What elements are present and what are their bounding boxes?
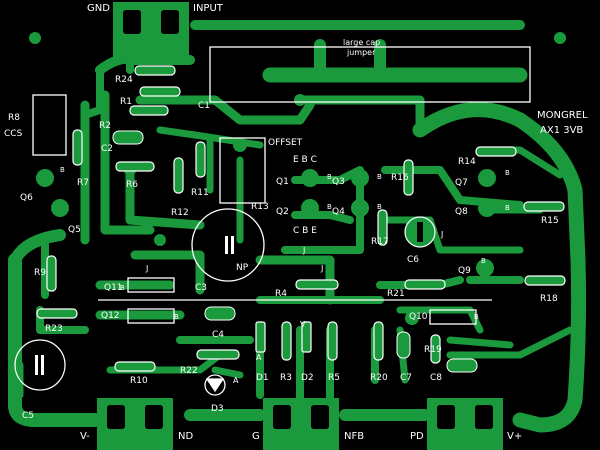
label-r3: R3 [280, 373, 292, 383]
label-r14: R14 [458, 157, 476, 167]
label-q3: Q3 [332, 177, 345, 187]
pd-label: PD [410, 431, 424, 442]
label-r11: R11 [191, 188, 209, 198]
board-title-line2: AX1 3VB [540, 125, 584, 136]
g-label: G [252, 431, 260, 442]
connector-slots [107, 10, 493, 429]
label-r7: R7 [77, 178, 89, 188]
label-r4: R4 [275, 289, 287, 299]
input-label: INPUT [193, 3, 223, 14]
pin-b-q7: B [505, 169, 510, 177]
label-r15: R15 [541, 216, 559, 226]
label-c6: C6 [407, 255, 420, 265]
c3-outline [191, 208, 265, 282]
label-c8: C8 [430, 373, 443, 383]
gnd-label: GND [87, 3, 110, 14]
pin-b-q9: B [481, 257, 486, 265]
label-q12: Q12 [101, 311, 120, 321]
pin-j-c6: J [441, 230, 444, 239]
v-minus-label: V- [80, 431, 90, 442]
label-r2: R2 [99, 121, 111, 131]
pin-sequence-bottom: C B E [293, 226, 317, 236]
label-r18: R18 [540, 294, 558, 304]
label-q10: Q10 [409, 312, 428, 322]
label-r17: R17 [371, 237, 389, 247]
label-q9: Q9 [458, 266, 471, 276]
label-r6: R6 [126, 180, 138, 190]
label-c2: C2 [101, 144, 114, 154]
nfb-label: NFB [344, 431, 365, 442]
label-r21: R21 [387, 289, 405, 299]
label-q11: Q11 [104, 283, 123, 293]
copper-pads [29, 32, 566, 325]
label-ccs: CCS [4, 129, 23, 139]
label-d1: D1 [256, 373, 269, 383]
pin-a-d1: A [256, 353, 262, 362]
led-d3 [204, 374, 226, 396]
label-r22: R22 [180, 366, 198, 376]
label-d2: D2 [301, 373, 314, 383]
board-title-line1: MONGREL [537, 110, 588, 121]
c5-outline [14, 339, 66, 391]
label-r23: R23 [45, 324, 63, 334]
copper-traces [8, 16, 587, 433]
pin-b-q8: B [505, 204, 510, 212]
label-r20: R20 [370, 373, 388, 383]
pin-a-d3: A [233, 376, 239, 385]
label-c1: C1 [198, 101, 211, 111]
jumper-note: jumper [347, 48, 376, 57]
small-capacitors [35, 130, 478, 375]
pin-b-q6: B [60, 166, 65, 174]
pin-b-q10: B [474, 313, 479, 321]
silkscreen-outlines [14, 46, 531, 391]
label-q5: Q5 [68, 225, 81, 235]
pin-j-r4-lower: J [321, 264, 324, 273]
label-r9: R9 [34, 268, 46, 278]
label-q4: Q4 [332, 207, 345, 217]
pin-j-q11: J [146, 264, 149, 273]
label-r16: R16 [391, 173, 409, 183]
ccs-outline [32, 94, 67, 156]
offset-trim-outline [219, 137, 266, 204]
electrolytic-c6 [404, 216, 436, 248]
label-r12: R12 [171, 208, 189, 218]
label-c7: C7 [400, 373, 413, 383]
label-r1: R1 [120, 97, 132, 107]
offset-note: OFFSET [268, 138, 303, 148]
pin-b-q1: B [327, 173, 332, 181]
nd-label: ND [178, 431, 194, 442]
label-q1: Q1 [276, 177, 289, 187]
pin-sequence-top: E B C [293, 155, 317, 165]
pin-b-q12: B [174, 313, 179, 321]
pin-b-q2: B [327, 203, 332, 211]
large-cap-note: large cap [343, 38, 381, 47]
label-r5: R5 [328, 373, 340, 383]
label-q2: Q2 [276, 207, 289, 217]
label-c5: C5 [22, 411, 35, 421]
label-q7: Q7 [455, 178, 468, 188]
pin-b-q3: B [377, 173, 382, 181]
label-np: NP [236, 263, 249, 273]
label-q8: Q8 [455, 207, 468, 217]
label-q6: Q6 [20, 193, 33, 203]
v-plus-label: V+ [507, 431, 523, 442]
label-r24: R24 [115, 75, 133, 85]
label-r13: R13 [251, 202, 269, 212]
resistors [36, 65, 566, 372]
large-cap-outline [209, 46, 531, 103]
pin-b-q4: B [377, 203, 382, 211]
label-c3: C3 [195, 283, 208, 293]
pin-b-q11: B [120, 284, 125, 292]
label-c4: C4 [212, 330, 225, 340]
pin-v-d2: V [300, 320, 306, 329]
label-d3: D3 [211, 404, 224, 414]
label-r19: R19 [424, 345, 442, 355]
pin-j-r4: J [303, 246, 306, 255]
label-r8: R8 [8, 113, 20, 123]
label-r10: R10 [130, 376, 148, 386]
